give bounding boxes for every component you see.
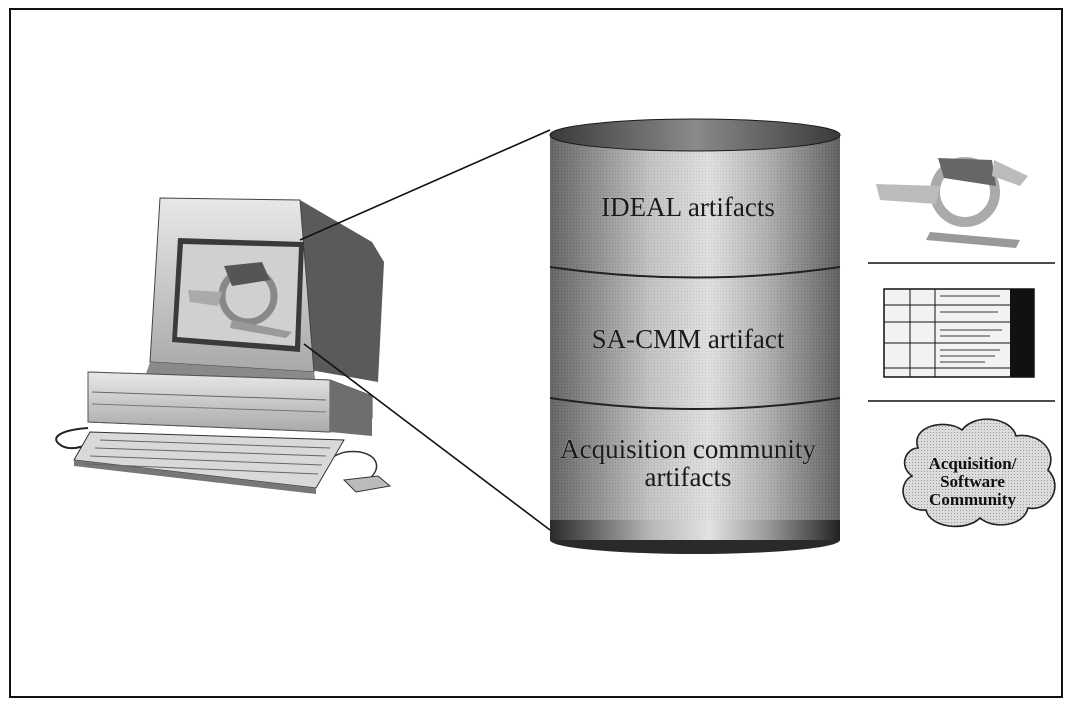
community-cloud-label: Acquisition/ Software Community (900, 455, 1045, 509)
repository-layer-sa-cmm: SA-CMM artifact (591, 324, 785, 354)
zoom-line-bottom (303, 343, 551, 531)
community-cloud-icon (902, 418, 1056, 528)
computer-icon (55, 197, 392, 494)
diagram-frame (9, 8, 1063, 698)
repository-cylinder (549, 118, 841, 554)
cloud-label-line1: Acquisition/ (928, 454, 1017, 473)
cloud-label-line2: Software (940, 471, 1005, 491)
sa-cmm-table-icon (883, 288, 1035, 378)
zoom-line-top (299, 129, 551, 241)
ideal-cycle-icon (876, 157, 1028, 248)
repository-layer-acquisition: Acquisition community artifacts (560, 434, 816, 493)
repository-layer-ideal: IDEAL artifacts (601, 192, 775, 222)
cloud-label-line3: Community (929, 489, 1016, 509)
